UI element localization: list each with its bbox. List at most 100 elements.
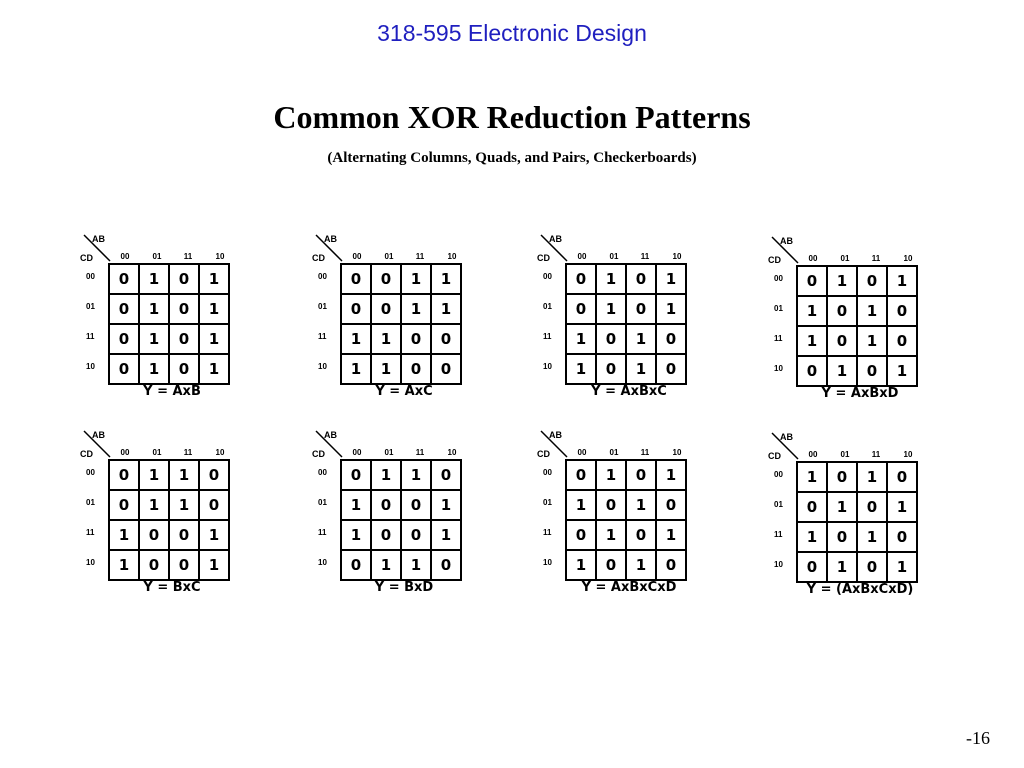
kmap-cd-label: CD xyxy=(312,253,325,263)
kmap-cell: 1 xyxy=(138,489,170,521)
kmap-cell: 1 xyxy=(826,551,858,583)
kmap-cell: 1 xyxy=(886,355,918,387)
kmap-column-header: 00 xyxy=(577,252,587,261)
kmap-row-header: 11 xyxy=(318,528,327,537)
kmap-cell: 0 xyxy=(108,293,140,325)
kmap-cell: 0 xyxy=(400,489,432,521)
course-header: 318-595 Electronic Design xyxy=(377,20,647,46)
kmap-function-label: Y = AxBxC xyxy=(591,384,667,399)
kmap-row-header: 10 xyxy=(318,362,327,371)
kmap-cell: 1 xyxy=(856,325,888,357)
kmap-cell: 0 xyxy=(340,549,372,581)
kmap-column-header: 01 xyxy=(384,252,394,261)
kmap-cell: 0 xyxy=(886,295,918,327)
kmap-cell: 0 xyxy=(565,519,597,551)
kmap-cell: 0 xyxy=(168,519,200,551)
kmap-row-header: 00 xyxy=(86,468,95,477)
kmap-cell: 1 xyxy=(370,323,402,355)
kmap-cell: 1 xyxy=(430,489,462,521)
kmap-cell: 1 xyxy=(565,489,597,521)
kmap-cell: 1 xyxy=(400,263,432,295)
kmap-cell: 0 xyxy=(826,521,858,553)
kmap-cell: 1 xyxy=(138,263,170,295)
kmap-column-header: 10 xyxy=(672,252,682,261)
kmap-cell: 1 xyxy=(886,491,918,523)
kmap-cell: 1 xyxy=(138,293,170,325)
kmap-cell: 0 xyxy=(886,325,918,357)
kmap-row-header: 01 xyxy=(318,498,327,507)
kmap-row-header: 10 xyxy=(774,364,783,373)
kmap-row-header: 11 xyxy=(774,334,783,343)
kmap-cell: 0 xyxy=(108,459,140,491)
kmap-row-header: 00 xyxy=(774,470,783,479)
kmap-ab-label: AB xyxy=(92,430,105,440)
kmap-cell: 0 xyxy=(655,489,687,521)
kmap-function-label: Y = (AxBxCxD) xyxy=(806,582,914,597)
kmap-cell: 0 xyxy=(430,353,462,385)
kmap-cell: 1 xyxy=(655,293,687,325)
kmap-column-header: 11 xyxy=(183,252,193,261)
kmap-cell: 1 xyxy=(856,461,888,493)
kmap-column-header: 10 xyxy=(447,252,457,261)
kmap-column-header: 11 xyxy=(871,450,881,459)
kmap-cell: 1 xyxy=(198,293,230,325)
kmap-cell: 1 xyxy=(625,489,657,521)
kmap-cell: 0 xyxy=(886,521,918,553)
kmap-column-header: 01 xyxy=(152,448,162,457)
kmap-cell: 0 xyxy=(595,549,627,581)
kmap-column-header: 01 xyxy=(609,252,619,261)
kmap-column-header: 11 xyxy=(415,448,425,457)
kmap-diagonal-line xyxy=(771,432,799,460)
kmap-cell: 1 xyxy=(370,549,402,581)
kmap-diagonal-line xyxy=(83,234,111,262)
kmap-cell: 1 xyxy=(796,461,828,493)
kmap-row-header: 01 xyxy=(543,498,552,507)
kmap-column-header: 11 xyxy=(183,448,193,457)
kmap-cell: 0 xyxy=(168,263,200,295)
kmap-cell: 0 xyxy=(655,323,687,355)
kmap-column-header: 10 xyxy=(903,254,913,263)
kmap-row-header: 11 xyxy=(774,530,783,539)
kmap-row-header: 01 xyxy=(318,302,327,311)
kmap-column-header: 10 xyxy=(447,448,457,457)
kmap-cell: 1 xyxy=(168,459,200,491)
kmap-ab-label: AB xyxy=(549,430,562,440)
kmap-function-label: Y = AxB xyxy=(143,384,201,399)
kmap-cell: 1 xyxy=(826,355,858,387)
kmap-diagonal-line xyxy=(315,234,343,262)
kmap-cell: 1 xyxy=(856,295,888,327)
kmap-cell: 0 xyxy=(826,461,858,493)
kmap-cell: 0 xyxy=(138,519,170,551)
kmap-cell: 0 xyxy=(168,323,200,355)
kmap-cell: 1 xyxy=(625,549,657,581)
kmap-column-header: 10 xyxy=(672,448,682,457)
kmap-cell: 0 xyxy=(655,353,687,385)
kmap-cell: 1 xyxy=(108,549,140,581)
kmap-cell: 1 xyxy=(168,489,200,521)
kmap-cell: 0 xyxy=(796,491,828,523)
kmap-column-header: 00 xyxy=(577,448,587,457)
kmap-column-header: 01 xyxy=(840,254,850,263)
kmap-cell: 1 xyxy=(595,459,627,491)
kmap-cell: 0 xyxy=(370,293,402,325)
kmap-row-header: 01 xyxy=(774,500,783,509)
kmap-cell: 1 xyxy=(796,325,828,357)
kmap-row-header: 11 xyxy=(543,528,552,537)
kmap-cell: 0 xyxy=(340,263,372,295)
kmap-cell: 1 xyxy=(340,323,372,355)
